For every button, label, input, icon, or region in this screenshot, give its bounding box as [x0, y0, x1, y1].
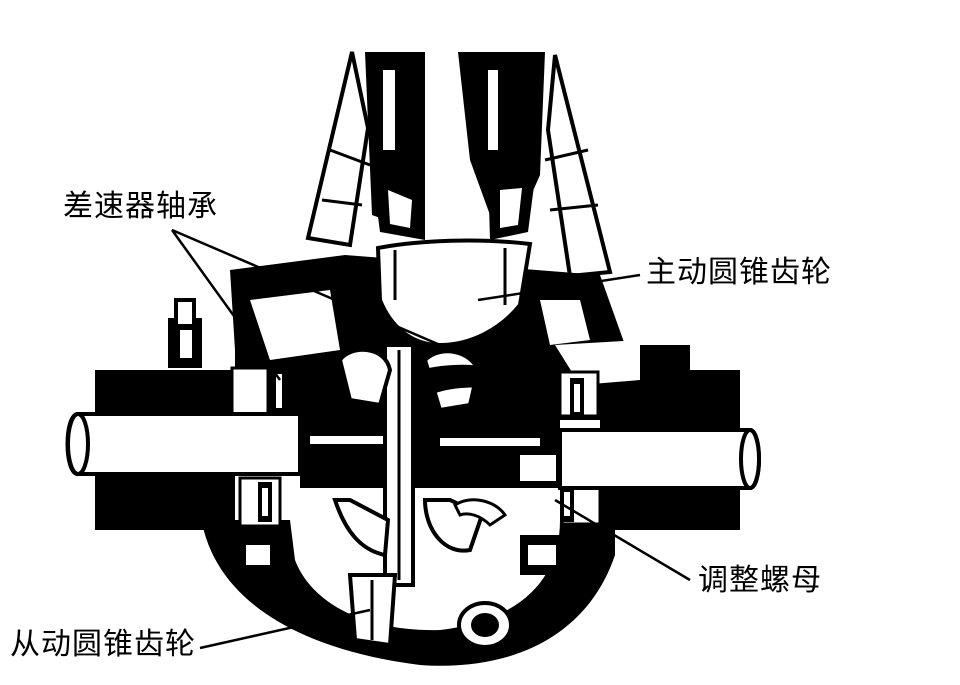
- leader-adjusting-nut: [554, 498, 691, 582]
- leader-drive-bevel-gear: [477, 273, 641, 302]
- differential-gears: [258, 343, 584, 648]
- axle-shafts: [65, 412, 761, 490]
- label-differential-bearing: 差速器轴承: [63, 189, 218, 224]
- label-adjusting-nut: 调整螺母: [698, 563, 822, 598]
- drive-bevel-gear-body: [375, 238, 533, 348]
- label-driven-bevel-gear: 从动圆锥齿轮: [10, 627, 196, 662]
- pinion-housing: [305, 51, 613, 279]
- leader-driven-bevel-gear: [199, 608, 371, 650]
- label-drive-bevel-gear: 主动圆锥齿轮: [646, 255, 832, 290]
- leader-differential-bearing-a: [170, 229, 282, 381]
- leader-lines: [170, 228, 691, 650]
- leader-differential-bearing-b: [171, 228, 476, 362]
